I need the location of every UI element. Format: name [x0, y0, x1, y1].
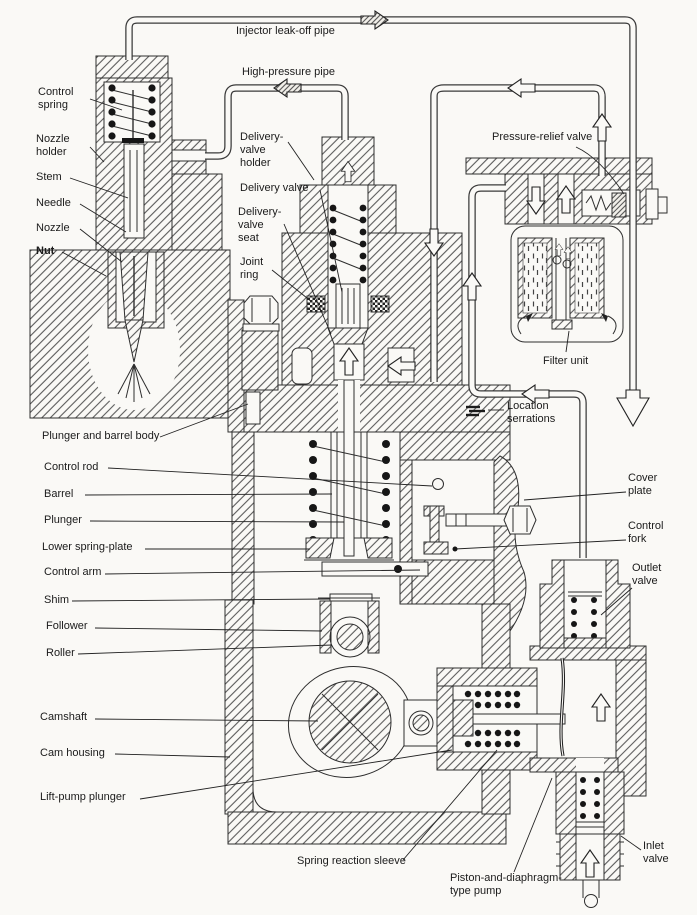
label-roller: Roller	[46, 647, 75, 659]
control-fork	[423, 505, 449, 555]
label-pressure-relief-valve: Pressure-relief valve	[492, 131, 593, 143]
inlet-valve-assembly	[555, 771, 625, 908]
inlet-valve-spring	[580, 777, 600, 819]
label-cover-plate: Cover plate	[628, 472, 658, 497]
label-plunger-and-barrel-body: Plunger and barrel body	[42, 430, 160, 442]
control-spring-coil	[108, 84, 156, 143]
label-follower: Follower	[46, 620, 88, 632]
relief-valve-spring	[585, 194, 612, 212]
label-high-pressure-pipe: High-pressure pipe	[242, 66, 335, 78]
label-filter-unit: Filter unit	[543, 355, 589, 367]
delivery-valve-seat	[327, 327, 369, 345]
label-cam-housing: Cam housing	[40, 747, 105, 759]
hp-inlet-channel	[171, 149, 207, 162]
control-rod-section	[432, 478, 444, 490]
joint-ring-left	[306, 295, 326, 313]
return-to-tank-arrow	[616, 389, 650, 428]
roller-ring	[329, 616, 371, 658]
gallery-notch	[291, 347, 313, 385]
label-injector-leak-off-pipe: Injector leak-off pipe	[236, 25, 335, 37]
circulation-arrow-left	[517, 315, 527, 335]
label-delivery-valve-holder: Delivery- valve holder	[240, 131, 284, 169]
control-arm	[321, 561, 429, 577]
spray-lines	[117, 363, 151, 402]
outlet-valve-assembly	[539, 559, 631, 649]
label-lower-spring-plate: Lower spring-plate	[42, 541, 133, 553]
label-stem: Stem	[36, 171, 62, 183]
label-needle: Needle	[36, 197, 71, 209]
leader-lines	[61, 98, 642, 873]
cover-plate	[493, 455, 527, 635]
label-control-fork: Control fork	[628, 520, 664, 545]
circulation-arrow-right	[607, 315, 617, 335]
label-delivery-valve: Delivery valve	[240, 182, 309, 194]
label-inlet-valve: Inlet valve	[643, 840, 669, 865]
vent-bolt	[242, 295, 280, 332]
label-control-spring: Control spring	[38, 86, 74, 111]
flow-arrow-riser-up	[592, 113, 612, 142]
stem-slot	[123, 143, 145, 239]
filter-element-right	[574, 242, 600, 314]
location-serrations	[466, 405, 485, 417]
flange-bolt-hole	[245, 391, 261, 425]
label-joint-ring: Joint ring	[240, 256, 264, 281]
label-nozzle-holder: Nozzle holder	[36, 133, 70, 158]
label-control-arm: Control arm	[44, 566, 102, 578]
label-delivery-valve-seat: Delivery- valve seat	[238, 206, 282, 244]
flow-arrow-hp-pipe	[273, 78, 302, 98]
label-plunger: Plunger	[44, 514, 82, 526]
lift-pump-follower	[403, 699, 439, 747]
plunger	[343, 379, 355, 557]
cover-plate-bolt	[445, 505, 537, 535]
label-spring-reaction-sleeve: Spring reaction sleeve	[297, 855, 406, 867]
nozzle-tip	[124, 319, 144, 363]
delivery-valve-spring	[329, 204, 367, 284]
follower	[318, 597, 380, 654]
label-camshaft: Camshaft	[40, 711, 88, 723]
lift-pump-assembly	[436, 645, 647, 797]
label-nozzle: Nozzle	[36, 222, 70, 234]
pump-flange	[231, 384, 511, 433]
flow-arrow-feed-left	[507, 78, 536, 98]
label-shim: Shim	[44, 594, 70, 606]
relief-valve-plug	[611, 192, 627, 218]
filter-element-left	[522, 242, 548, 314]
flow-arrow-diaphragm-up	[591, 693, 611, 722]
injector-assembly	[95, 55, 223, 402]
nozzle-assembly	[107, 251, 165, 402]
label-control-rod: Control rod	[44, 461, 99, 473]
bolt-pedestal	[241, 329, 279, 391]
label-location-serrations: Location serrations	[507, 400, 556, 425]
piston-rod	[472, 713, 566, 725]
plunger-assembly	[304, 379, 429, 658]
high-pressure-pipe	[205, 84, 349, 160]
pump-to-filter-pipe	[468, 184, 587, 558]
label-piston-and-diaphragm-type-pump: Piston-and-diaphragm- type pump	[450, 872, 562, 897]
flow-arrow-to-filter-up	[462, 272, 482, 301]
lift-pump-plunger	[452, 699, 474, 737]
filter-unit	[510, 225, 624, 343]
lower-spring-plate	[305, 537, 335, 559]
roller	[336, 623, 364, 651]
label-nut: Nut	[36, 245, 55, 257]
inlet-pipe-end	[584, 894, 598, 908]
label-lift-pump-plunger: Lift-pump plunger	[40, 791, 126, 803]
label-barrel: Barrel	[44, 488, 74, 500]
label-outlet-valve: Outlet valve	[632, 562, 662, 587]
camshaft	[287, 666, 413, 778]
pump-left-wall	[231, 431, 255, 605]
joint-ring-right	[370, 295, 390, 313]
flow-arrow-leak-off	[360, 10, 389, 30]
